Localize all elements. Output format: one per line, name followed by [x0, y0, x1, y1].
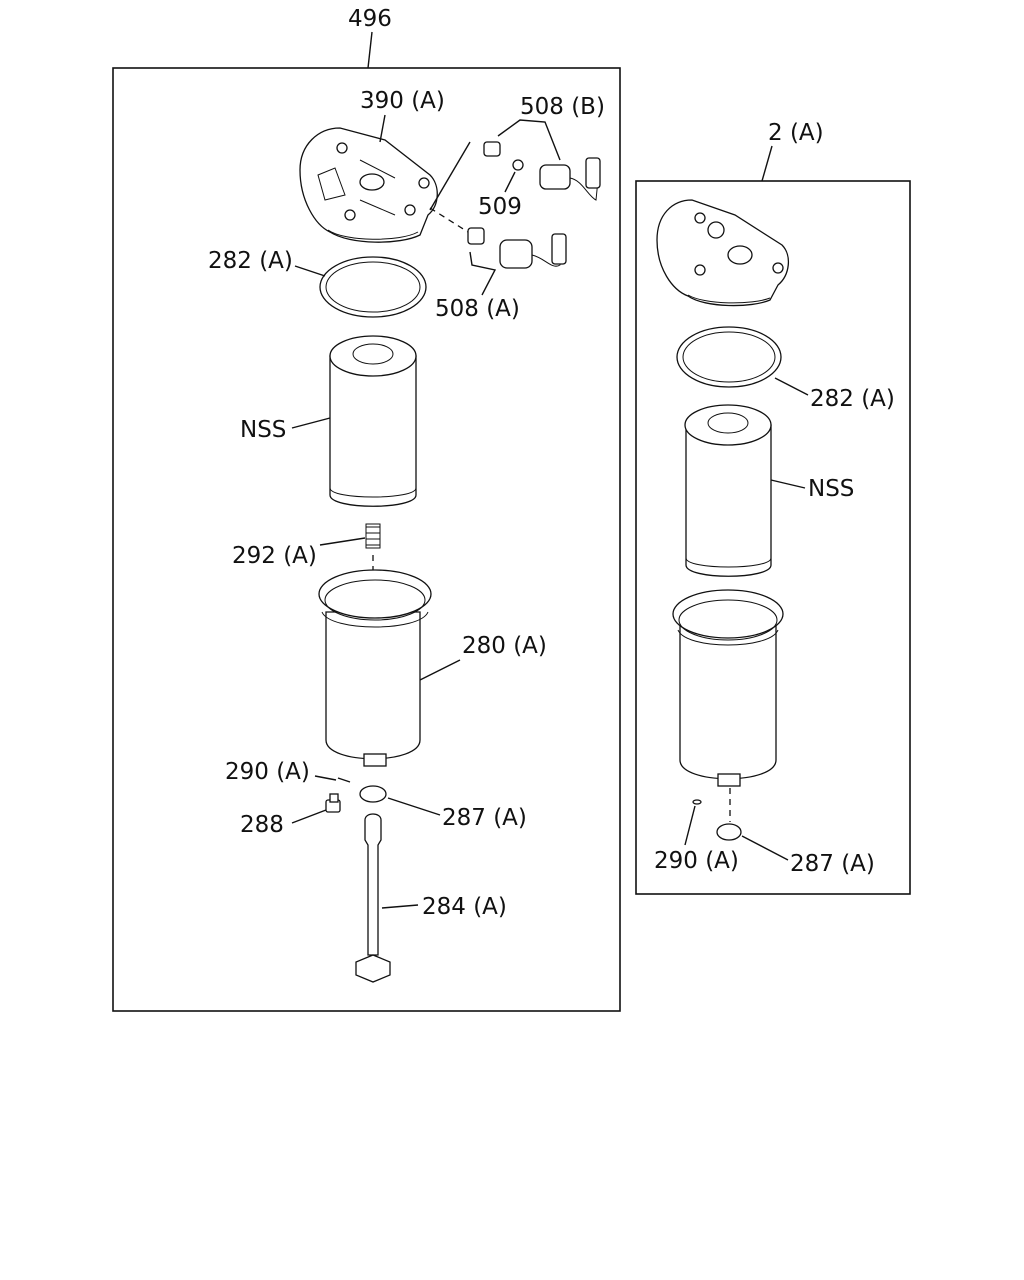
label-287a-main: 287 (A) — [442, 805, 527, 831]
label-282a-alt: 282 (A) — [810, 386, 895, 412]
label-287a-alt: 287 (A) — [790, 851, 875, 877]
alt-assembly-frame — [635, 180, 911, 895]
leader-290a-main — [314, 775, 337, 781]
label-292a: 292 (A) — [232, 543, 317, 569]
bowl-280a-alt — [672, 589, 784, 787]
label-nss-alt: NSS — [808, 476, 854, 502]
washer-287a-alt — [716, 823, 742, 841]
label-508b: 508 (B) — [520, 94, 605, 120]
seal-290a-main — [337, 777, 351, 783]
bowl-280a-main — [318, 569, 432, 767]
leader-288 — [291, 809, 327, 824]
leader-287a-alt — [741, 835, 789, 861]
label-nss-main: NSS — [240, 417, 286, 443]
leader-292a — [319, 537, 366, 546]
label-290a-alt: 290 (A) — [654, 848, 739, 874]
leader-287a-main — [387, 797, 441, 816]
label-390a: 390 (A) — [360, 88, 445, 114]
washer-287a-main — [359, 785, 387, 803]
label-496: 496 — [348, 6, 392, 32]
filter-head-main — [299, 127, 438, 243]
leader-290a-alt — [684, 805, 696, 846]
leader-284a — [381, 904, 419, 909]
label-509: 509 — [478, 194, 522, 220]
label-2a: 2 (A) — [768, 120, 824, 146]
seal-290a-alt — [692, 799, 702, 805]
filter-element-main — [329, 335, 417, 507]
leader-496 — [367, 31, 373, 69]
leader-282a-main — [294, 265, 326, 277]
leader-nss-alt — [770, 479, 806, 489]
bolt-284a — [355, 813, 391, 983]
leader-282a-alt — [774, 377, 809, 396]
main-assembly-frame — [112, 67, 621, 1012]
label-284a: 284 (A) — [422, 894, 507, 920]
leader-509 — [504, 171, 516, 193]
leader-head-sensors — [429, 141, 471, 211]
filter-element-alt — [684, 404, 772, 577]
gasket-282a-alt — [676, 326, 782, 388]
label-288: 288 — [240, 812, 284, 838]
filter-head-alt — [656, 199, 789, 307]
label-290a-main: 290 (A) — [225, 759, 310, 785]
leader-280a-main — [419, 659, 461, 681]
sensor-508a — [467, 227, 567, 269]
leader-2a — [761, 145, 773, 182]
gasket-282a-main — [319, 256, 427, 318]
plug-288 — [325, 793, 341, 813]
leader-508b — [497, 119, 561, 161]
label-282a-main: 282 (A) — [208, 248, 293, 274]
leader-nss-main — [291, 417, 331, 429]
label-508a: 508 (A) — [435, 296, 520, 322]
leader-508a — [469, 251, 497, 296]
leader-390a — [379, 114, 386, 143]
spring-292a — [365, 523, 381, 549]
dash-head-sensor — [429, 207, 469, 233]
label-280a-main: 280 (A) — [462, 633, 547, 659]
sensor-508b — [483, 141, 601, 201]
